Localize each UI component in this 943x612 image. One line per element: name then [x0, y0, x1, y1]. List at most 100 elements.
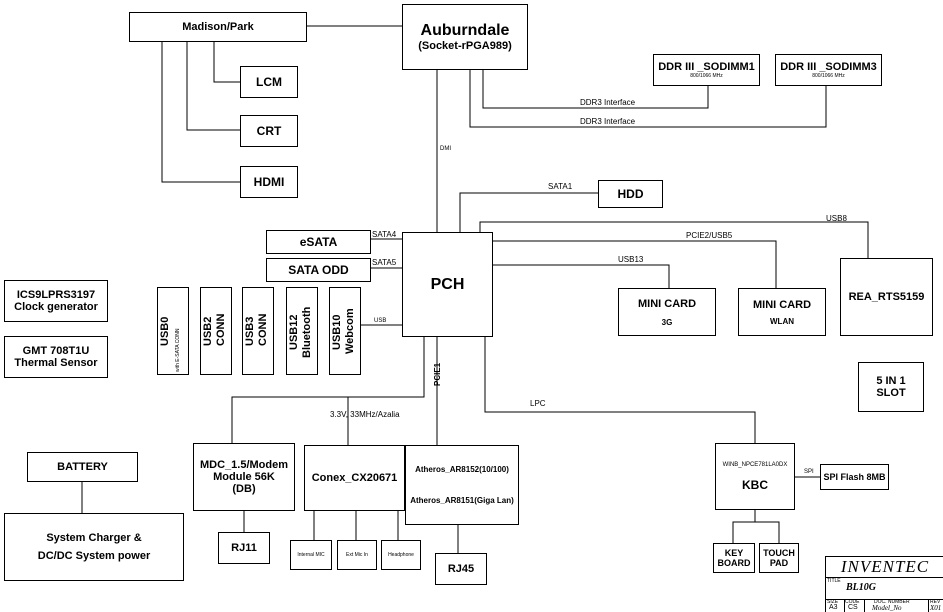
usb12-box: [286, 287, 318, 375]
slot-5in1-box: 5 IN 1 SLOT: [858, 362, 924, 412]
kbc-label: KBC: [742, 477, 768, 492]
title-label: TITLE: [827, 578, 841, 584]
sodimm3-box: DDR III _SODIMM3 800/1066 MHz: [775, 54, 882, 86]
usb3-box: [242, 287, 274, 375]
crt-box: CRT: [240, 115, 298, 147]
spi-flash-label: SPI Flash 8MB: [823, 472, 886, 482]
keyboard-line1: KEY: [724, 548, 744, 558]
lcm-box: LCM: [240, 66, 298, 98]
sodimm3-label: DDR III _SODIMM3: [780, 61, 877, 73]
usb12-sub: Bluetooth: [301, 306, 313, 358]
pcie1-label: PCIE1: [433, 362, 442, 386]
usb0-box: [157, 287, 189, 375]
lan-box: Atheros_AR8152(10/100) Atheros_AR8151(Gi…: [405, 445, 519, 525]
touchpad-line2: PAD: [769, 558, 789, 568]
code-value: CS: [848, 604, 858, 611]
ddr3-bus-2-label: DDR3 Interface: [580, 117, 636, 126]
usb13-label: USB13: [618, 255, 644, 264]
mini-card-wlan-sub: WLAN: [770, 316, 794, 326]
title-block: INVENTEC TITLE BL10G SIZE A3 CODE CS DOC…: [825, 556, 943, 612]
company-name: INVENTEC: [826, 557, 943, 578]
rj45-label: RJ45: [447, 563, 475, 575]
clock-generator-box: ICS9LPRS3197 Clock generator: [4, 280, 108, 322]
rj11-label: RJ11: [231, 542, 257, 554]
rev-value: X01: [930, 604, 942, 612]
usb3-sub: CONN: [257, 313, 269, 346]
keyboard-line2: BOARD: [717, 558, 751, 568]
doc-label: DOC. NUMBER: [874, 599, 910, 605]
thermal-line2: Thermal Sensor: [14, 357, 98, 369]
internal-mic-label: Internal MIC: [297, 552, 325, 558]
sata5-label: SATA5: [372, 258, 397, 267]
ext-mic-in-label: Ext Mic In: [346, 552, 368, 558]
modem-line2: Module 56K: [213, 471, 275, 483]
touchpad-line1: TOUCH: [763, 548, 795, 558]
lan-line2: Atheros_AR8151(Giga Lan): [410, 496, 514, 505]
battery-label: BATTERY: [57, 461, 108, 473]
kbc-box: WINB_NPCE781LA0DX KBC: [715, 443, 795, 510]
spi-label: SPI: [804, 469, 814, 475]
sodimm1-speed: 800/1066 MHz: [690, 73, 723, 79]
sodimm1-label: DDR III _SODIMM1: [658, 61, 755, 73]
doc-value: Model_No: [872, 604, 902, 612]
size-label: SIZE: [827, 599, 839, 605]
usb8-label: USB8: [826, 214, 847, 223]
size-value: A3: [829, 604, 838, 611]
charger-box: System Charger & DC/DC System power: [4, 513, 184, 581]
sata1-label: SATA1: [548, 182, 573, 191]
mini-card-3g-label: MINI CARD: [637, 297, 697, 310]
sata-odd-label: SATA ODD: [288, 263, 349, 277]
charger-line1: System Charger &: [46, 532, 142, 544]
title-value: BL10G: [846, 582, 876, 593]
pcie2-usb5-label: PCIE2/USB5: [686, 231, 733, 240]
usb2-label: USB2: [202, 316, 214, 346]
touchpad-box: TOUCH PAD: [759, 543, 799, 573]
lcm-label: LCM: [256, 75, 282, 89]
usb10-sub: Webcom: [344, 308, 356, 354]
clock-line1: ICS9LPRS3197: [16, 289, 96, 301]
madison-park-label: Madison/Park: [182, 21, 254, 33]
card-reader-box: REA_RTS5159: [840, 258, 933, 336]
hdd-label: HDD: [617, 187, 644, 201]
rj11-box: RJ11: [218, 532, 270, 564]
hdmi-box: HDMI: [240, 166, 298, 198]
lan-line1: Atheros_AR8152(10/100): [415, 465, 509, 474]
sata-odd-box: SATA ODD: [266, 258, 371, 282]
headphone-box: Headphone: [381, 540, 421, 570]
usb3-label: USB3: [244, 316, 256, 346]
usb0-sub: with E-SATA CONN: [175, 328, 181, 372]
thermal-sensor-box: GMT 708T1U Thermal Sensor: [4, 336, 108, 378]
slot-5in1-line1: 5 IN 1: [876, 375, 906, 387]
usb-bus-label: USB: [374, 318, 387, 324]
slot-5in1-line2: SLOT: [876, 387, 906, 399]
usb12-label: USB12: [288, 314, 300, 350]
rev-label: REV: [930, 599, 941, 605]
modem-line3: (DB): [232, 483, 256, 495]
madison-park-box: Madison/Park: [129, 12, 307, 42]
sodimm3-speed: 800/1066 MHz: [812, 73, 845, 79]
sata4-label: SATA4: [372, 230, 397, 239]
headphone-label: Headphone: [388, 552, 414, 558]
thermal-line1: GMT 708T1U: [22, 345, 90, 357]
battery-box: BATTERY: [27, 452, 138, 482]
audio-codec-box: Conex_CX20671: [304, 445, 405, 511]
cpu-name: Auburndale: [420, 22, 510, 39]
rj45-box: RJ45: [435, 553, 487, 585]
usb10-label: USB10: [331, 314, 343, 350]
mini-card-wlan-box: MINI CARD WLAN: [738, 288, 826, 336]
charger-line2: DC/DC System power: [37, 550, 151, 562]
hdmi-label: HDMI: [253, 175, 285, 189]
card-reader-label: REA_RTS5159: [848, 291, 925, 303]
kbc-chip-label: WINB_NPCE781LA0DX: [722, 461, 788, 468]
usb2-box: [200, 287, 232, 375]
crt-label: CRT: [256, 124, 282, 138]
internal-mic-box: Internal MIC: [290, 540, 332, 570]
sodimm1-box: DDR III _SODIMM1 800/1066 MHz: [653, 54, 760, 86]
mini-card-wlan-label: MINI CARD: [752, 298, 812, 311]
modem-line1: MDC_1.5/Modem: [199, 459, 289, 471]
esata-box: eSATA: [266, 230, 371, 254]
usb0-label: USB0: [159, 316, 171, 346]
keyboard-box: KEY BOARD: [713, 543, 755, 573]
azalia-label: 3.3V, 33MHz/Azalia: [330, 410, 400, 419]
